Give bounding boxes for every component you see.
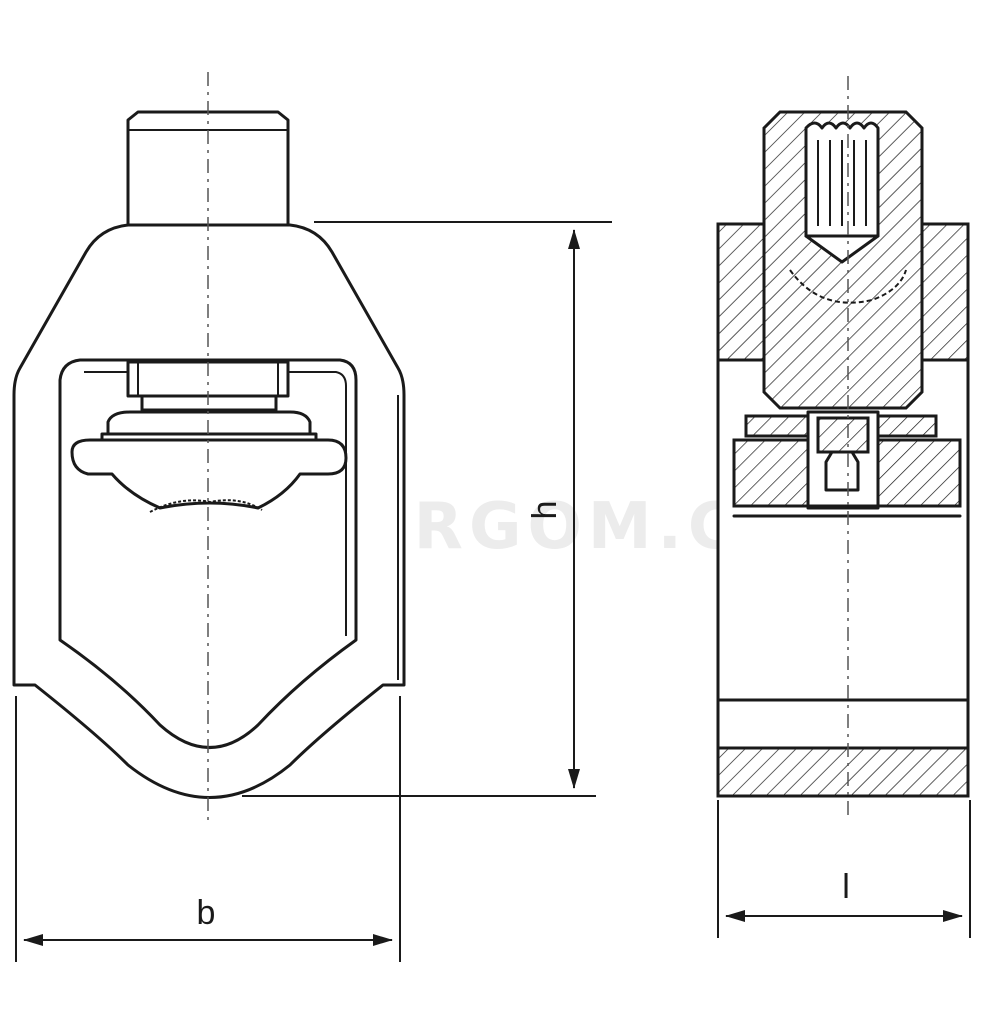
dimension-b-label: b <box>197 894 216 932</box>
front-inner-screw <box>126 360 290 412</box>
dimension-b: b <box>15 696 401 962</box>
dimension-h: h <box>242 221 612 797</box>
side-view <box>716 76 970 820</box>
dimension-h-label: h <box>526 501 564 520</box>
front-view <box>12 72 406 820</box>
side-screw-section <box>762 110 924 410</box>
side-bottom-section <box>716 746 970 798</box>
dimension-l: l <box>717 800 971 938</box>
dimension-l-label: l <box>842 868 850 906</box>
front-pressure-plate <box>70 410 348 513</box>
side-pressure-assembly <box>732 410 962 518</box>
